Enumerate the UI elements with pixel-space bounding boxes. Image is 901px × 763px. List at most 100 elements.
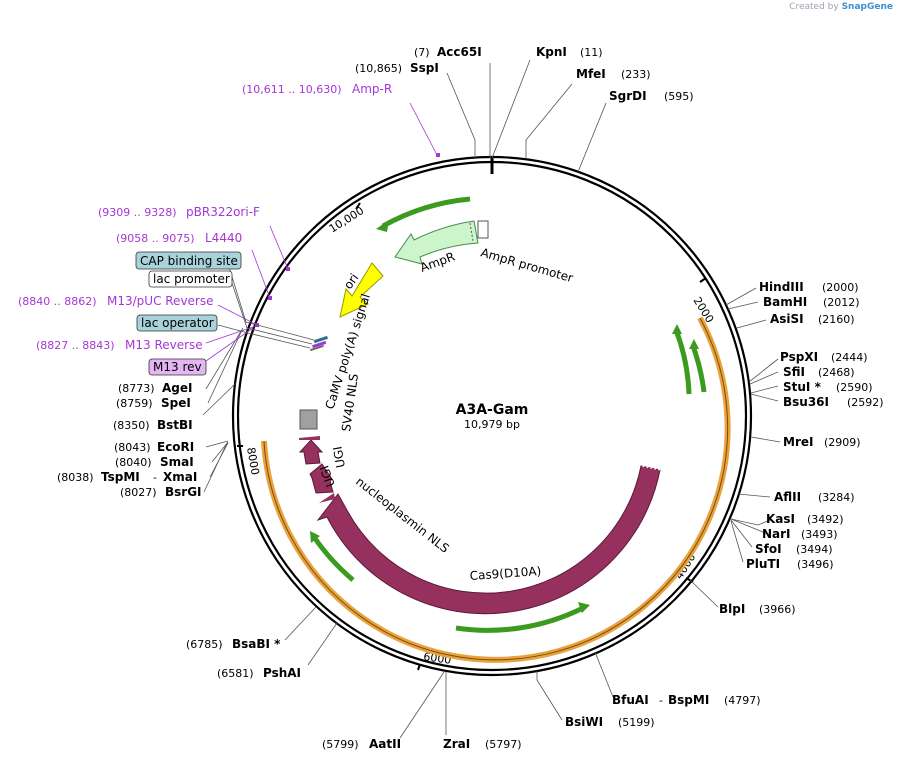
site-pos: (8773) [118,382,155,395]
site-labels: (7) Acc65I KpnI (11) (10,865) SspI MfeI … [57,45,884,751]
site-pos: (7) [414,46,430,59]
site-pos: (4797) [724,694,761,707]
site-name-bfuai[interactable]: BfuAI [612,693,649,707]
site-name-sfii[interactable]: SfiI [783,365,805,379]
site-name-bsiwi[interactable]: BsiWI [565,715,603,729]
site-name-pluti[interactable]: PluTI [746,557,780,571]
lac-operator-box[interactable] [136,314,218,332]
site-name-aflii[interactable]: AflII [774,490,801,504]
leader [750,393,779,402]
primer-pos: (9309 .. 9328) [98,206,177,219]
site-name-spei[interactable]: SpeI [161,396,191,410]
leader [727,301,759,310]
site-pos: (3494) [796,543,833,556]
primer-name-amp-r[interactable]: Amp-R [352,82,392,96]
cap-binding-site-box[interactable] [135,251,242,270]
site-name-bsabi[interactable]: BsaBI * [232,637,281,651]
site-name-kpni[interactable]: KpnI [536,45,567,59]
primer-name-m13-reverse[interactable]: M13 Reverse [125,338,203,352]
orf-arrow-bottom [455,605,585,633]
leader [205,440,229,448]
leader [207,329,243,404]
site-name-bsu36i[interactable]: Bsu36I [783,395,829,409]
site-pos: (5799) [322,738,359,751]
orf-arrow-right1 [673,329,692,395]
camv-polya-box [299,409,318,430]
site-name-hindiii[interactable]: HindIII [759,280,804,294]
nls-arrow [319,493,335,503]
site-pos: (5797) [485,738,522,751]
plasmid-title: A3A-Gam [456,402,529,418]
site-name-mfei[interactable]: MfeI [576,67,606,81]
site-pos: (8027) [120,486,157,499]
site-leaders [202,59,781,739]
leader [730,518,771,526]
leader [749,371,779,385]
site-name-tspmi[interactable]: TspMI [101,470,140,484]
feature-label-ugi-lower: UGI [317,464,338,489]
tick-mark [699,277,707,283]
site-name-mrei[interactable]: MreI [783,435,813,449]
site-name-acc65i[interactable]: Acc65I [437,45,482,59]
site-name-pspxi[interactable]: PspXI [780,350,818,364]
site-name-sfoi[interactable]: SfoI [755,542,782,556]
lac-promoter-box[interactable] [148,270,233,288]
leader [251,249,271,299]
orf-arrowhead [689,339,699,349]
tick-mark [355,202,361,210]
leader [217,324,311,349]
leader [730,519,753,548]
site-pos: (5199) [618,716,655,729]
cas9-arrow [316,465,661,615]
site-name-bamhi[interactable]: BamHI [763,295,807,309]
orf-arrowheads [310,220,699,613]
site-name-xmai[interactable]: XmaI [163,470,197,484]
leader [525,83,573,158]
ori-arrow [339,262,384,318]
site-name-pshai[interactable]: PshAI [263,666,301,680]
primer-pos: (8827 .. 8843) [36,339,115,352]
leader [205,325,257,344]
site-name-aatii[interactable]: AatII [369,737,401,751]
orf-arc-cas9-line [263,317,729,661]
ugi-arrow-lower [309,463,334,494]
plasmid-size: 10,979 bp [464,418,520,431]
site-pos: (3284) [818,491,855,504]
site-name-bspmi[interactable]: BspMI [668,693,709,707]
feature-label-cas9: Cas9(D10A) [469,564,542,583]
primer-pos: (8840 .. 8862) [18,295,97,308]
leader [202,382,237,416]
primer-name-l4440[interactable]: L4440 [205,231,242,245]
site-name-blpi[interactable]: BlpI [719,602,745,616]
site-name-sgrdi[interactable]: SgrDI [609,89,647,103]
lac-mark [310,344,324,352]
site-name-kasi[interactable]: KasI [766,512,795,526]
lac-mark [313,335,328,344]
site-name-zrai[interactable]: ZraI [443,737,470,751]
site-name-nari[interactable]: NarI [762,527,791,541]
watermark-prefix: Created by [789,2,839,12]
tick-mark [417,663,421,671]
leader [446,72,476,158]
site-name-smai[interactable]: SmaI [160,455,194,469]
site-name-sspi[interactable]: SspI [410,61,439,75]
cap-binding-site-label: CAP binding site [140,254,238,268]
site-name-bsrgi[interactable]: BsrGI [165,485,202,499]
ampr-arrow [394,220,479,265]
primer-name-m13-puc-reverse[interactable]: M13/pUC Reverse [107,294,214,308]
leader [269,225,289,270]
site-name-stui[interactable]: StuI * [783,380,822,394]
site-name-asisi[interactable]: AsiSI [770,312,804,326]
site-pos: (3493) [801,528,838,541]
site-name-agei[interactable]: AgeI [162,381,192,395]
primer-name-pbr322ori-f[interactable]: pBR322ori-F [186,205,260,219]
m13-rev-box[interactable] [148,358,207,376]
leader [737,493,771,498]
site-pos: (8043) [114,441,151,454]
site-pos: (8759) [116,397,153,410]
site-name-bstbi[interactable]: BstBI [157,418,193,432]
site-pos: (2909) [824,436,861,449]
sv40-nls-mark [299,436,320,440]
site-pos: (8038) [57,471,94,484]
site-name-ecori[interactable]: EcoRI [157,440,194,454]
